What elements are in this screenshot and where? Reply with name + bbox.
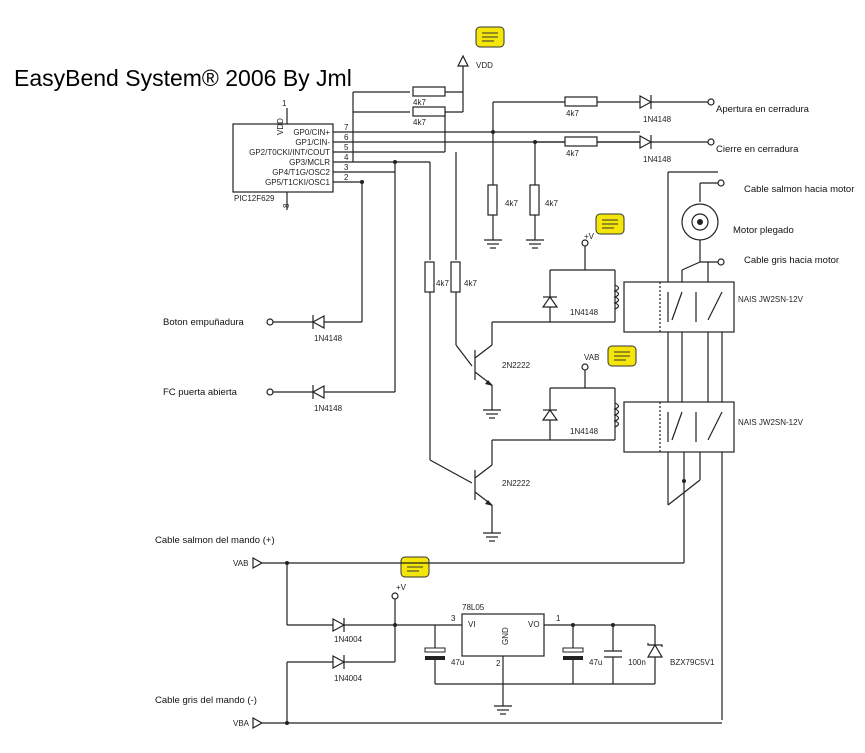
- relay-1-driver: 1N4148 +V: [492, 232, 620, 323]
- transistor-2: 2N2222: [474, 440, 531, 542]
- svg-text:1N4148: 1N4148: [314, 334, 343, 343]
- svg-text:4: 4: [344, 153, 349, 162]
- svg-text:2: 2: [344, 173, 349, 182]
- svg-text:78L05: 78L05: [462, 603, 485, 612]
- svg-text:47u: 47u: [451, 658, 464, 667]
- svg-text:VDD: VDD: [276, 118, 285, 135]
- svg-text:4k7: 4k7: [413, 118, 426, 127]
- svg-text:100n: 100n: [628, 658, 646, 667]
- cable-gris-motor-label: Cable gris hacia motor: [744, 255, 839, 266]
- svg-text:GP1/CIN-: GP1/CIN-: [295, 138, 330, 147]
- pic-wiring: [333, 91, 640, 392]
- svg-text:VBA: VBA: [233, 719, 250, 728]
- svg-text:5: 5: [344, 143, 349, 152]
- svg-text:1N4148: 1N4148: [643, 115, 672, 124]
- svg-text:2N2222: 2N2222: [502, 361, 531, 370]
- svg-text:1N4148: 1N4148: [570, 308, 599, 317]
- cable-salmon-motor-label: Cable salmon hacia motor: [744, 184, 854, 195]
- svg-text:VO: VO: [528, 620, 540, 629]
- svg-text:VI: VI: [468, 620, 476, 629]
- cierre-branch: 4k7 1N4148 Cierre en cerradura: [491, 130, 799, 164]
- note-icon[interactable]: [400, 556, 430, 578]
- relay-1: NAIS JW2SN-12V: [623, 281, 804, 333]
- motor-label: Motor plegado: [733, 225, 794, 236]
- svg-text:VDD: VDD: [476, 61, 493, 70]
- motor-wiring: Cable salmon hacia motor Motor plegado C…: [667, 171, 854, 720]
- relay-2-label: NAIS JW2SN-12V: [738, 418, 804, 427]
- svg-text:VAB: VAB: [584, 353, 599, 362]
- svg-text:2N2222: 2N2222: [502, 479, 531, 488]
- resistor-pulldown-2: 4k7: [526, 142, 558, 249]
- apertura-branch: 4k7 1N4148 Apertura en cerradura: [492, 94, 810, 185]
- transistor-1: 2N2222: [474, 322, 531, 419]
- svg-text:1N4148: 1N4148: [314, 404, 343, 413]
- svg-text:4k7: 4k7: [566, 149, 579, 158]
- note-icon[interactable]: [595, 213, 625, 235]
- relay-2: NAIS JW2SN-12V: [623, 401, 804, 453]
- capacitor-c2: 47u: [562, 625, 602, 684]
- resistor-pullup-2: 4k7: [412, 106, 463, 127]
- svg-text:+V: +V: [396, 583, 407, 592]
- apertura-label: Apertura en cerradura: [716, 104, 810, 115]
- svg-text:Cable salmon del mando (+): Cable salmon del mando (+): [155, 535, 275, 546]
- svg-text:GND: GND: [501, 627, 510, 645]
- schematic-title: EasyBend System® 2006 By Jml: [14, 65, 352, 91]
- note-icon[interactable]: [475, 26, 505, 48]
- cierre-label: Cierre en cerradura: [716, 144, 799, 155]
- base-resistor-1: 4k7: [424, 261, 473, 484]
- fc-input: FC puerta abierta 1N4148: [163, 384, 395, 413]
- svg-text:VAB: VAB: [233, 559, 248, 568]
- svg-text:1: 1: [282, 99, 287, 108]
- svg-text:FC puerta abierta: FC puerta abierta: [163, 387, 238, 398]
- svg-text:4k7: 4k7: [545, 199, 558, 208]
- svg-text:7: 7: [344, 123, 349, 132]
- svg-text:2: 2: [496, 659, 501, 668]
- svg-text:GP0/CIN+: GP0/CIN+: [293, 128, 330, 137]
- svg-text:Boton empuñadura: Boton empuñadura: [163, 317, 245, 328]
- capacitor-c3: 100n: [604, 625, 646, 684]
- svg-text:47u: 47u: [589, 658, 602, 667]
- svg-text:3: 3: [451, 614, 456, 623]
- svg-text:GP3/MCLR: GP3/MCLR: [289, 158, 330, 167]
- svg-text:4k7: 4k7: [436, 279, 449, 288]
- svg-text:GP5/T1CKI/OSC1: GP5/T1CKI/OSC1: [265, 178, 330, 187]
- relay-1-label: NAIS JW2SN-12V: [738, 295, 804, 304]
- svg-text:GP4/T1G/OSC2: GP4/T1G/OSC2: [272, 168, 330, 177]
- pic-part-label: PIC12F629: [234, 194, 275, 203]
- pic-microcontroller: 1 VDD 8 PIC12F629 GP0/CIN+ GP1/CIN- GP2/…: [232, 99, 349, 210]
- note-icon[interactable]: [607, 345, 637, 367]
- svg-text:3: 3: [344, 163, 349, 172]
- svg-text:1: 1: [556, 614, 561, 623]
- voltage-regulator: 78L05 VI VO GND 3 1 2: [435, 603, 655, 715]
- svg-text:6: 6: [344, 133, 349, 142]
- svg-text:Cable gris del mando (-): Cable gris del mando (-): [155, 695, 257, 706]
- svg-text:+V: +V: [584, 232, 595, 241]
- svg-text:1N4004: 1N4004: [334, 674, 363, 683]
- zener-diode: BZX79C5V1: [393, 623, 715, 684]
- resistor-pullup-1: 4k7: [412, 86, 463, 107]
- svg-text:1N4004: 1N4004: [334, 635, 363, 644]
- base-resistor-2: 4k7: [450, 261, 477, 367]
- svg-text:8: 8: [282, 203, 291, 208]
- resistor-pulldown-1: 4k7: [484, 184, 518, 249]
- svg-text:4k7: 4k7: [505, 199, 518, 208]
- svg-text:1N4148: 1N4148: [643, 155, 672, 164]
- svg-text:4k7: 4k7: [413, 98, 426, 107]
- svg-text:BZX79C5V1: BZX79C5V1: [670, 658, 715, 667]
- power-input-wiring: Cable salmon del mando (+) VAB 1N4004 Ca…: [155, 535, 722, 730]
- svg-text:4k7: 4k7: [464, 279, 477, 288]
- svg-text:4k7: 4k7: [566, 109, 579, 118]
- vdd-supply-symbol: VDD: [457, 54, 493, 112]
- svg-text:1N4148: 1N4148: [570, 427, 599, 436]
- capacitor-c1: 47u: [424, 625, 464, 684]
- relay-2-driver: 1N4148 VAB: [492, 353, 620, 441]
- boton-input: Boton empuñadura 1N4148: [163, 314, 362, 343]
- svg-text:GP2/T0CKI/INT/COUT: GP2/T0CKI/INT/COUT: [249, 148, 330, 157]
